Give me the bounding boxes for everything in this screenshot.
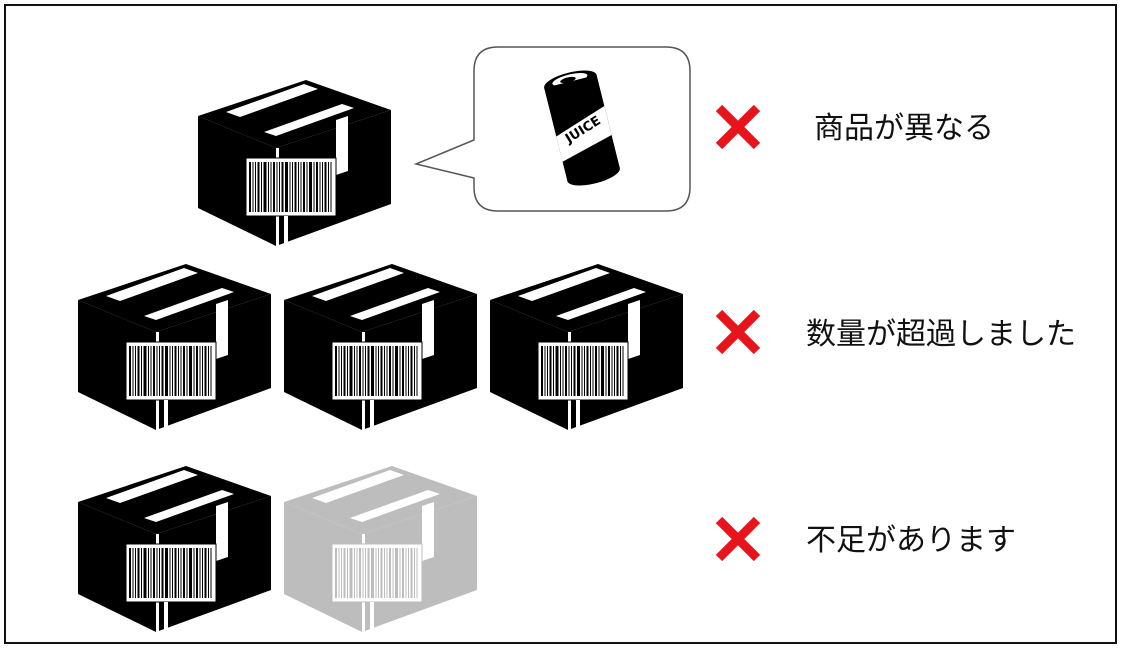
package-box-icon: [66, 462, 286, 632]
cross-mark-icon: [713, 514, 763, 564]
row1-message: 商品が異なる: [814, 111, 994, 146]
package-box-icon: [478, 260, 698, 430]
cross-mark-icon: [713, 307, 763, 357]
package-box-icon: [186, 76, 406, 246]
cross-mark-icon: [713, 102, 763, 152]
package-box-icon: [272, 260, 492, 430]
missing-package-box-icon: [272, 462, 492, 632]
package-box-icon: [66, 260, 286, 430]
row3-message: 不足があります: [806, 523, 1016, 558]
speech-bubble: JUICE: [414, 46, 692, 214]
juice-can-icon: JUICE: [544, 70, 620, 186]
diagram-frame: JUICE 商品が異なる: [4, 4, 1117, 644]
row2-message: 数量が超過しました: [806, 317, 1076, 352]
